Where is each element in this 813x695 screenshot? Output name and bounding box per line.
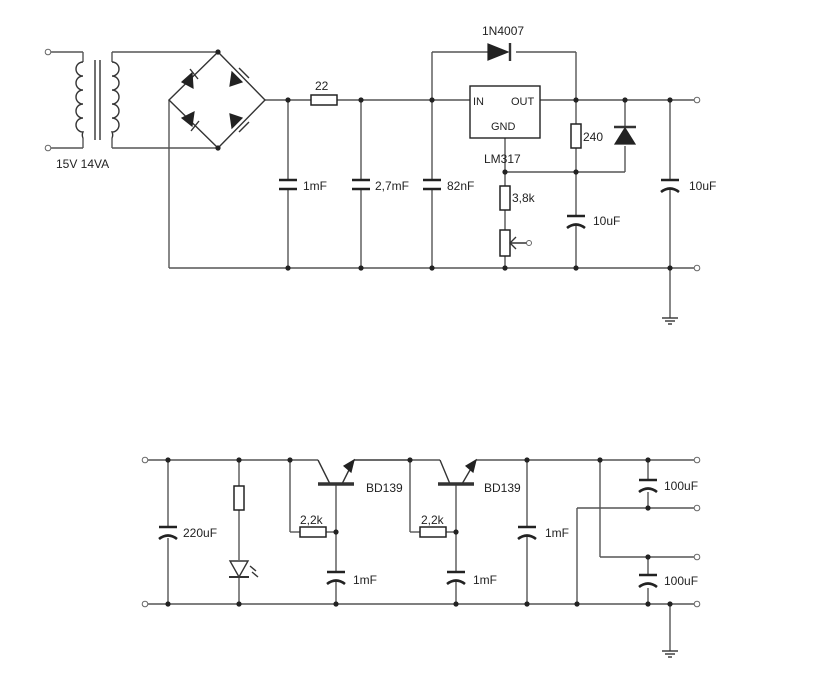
capacitor-220uf-label: 220uF [183,526,217,540]
capacitor-10uf-out-label: 10uF [689,179,716,193]
transformer [75,60,120,140]
capacitor-220uf [158,525,178,541]
led [228,560,259,579]
resistor-2-2k-2 [419,526,447,538]
resistor-22-label: 22 [315,79,329,93]
resistor-2-2k-1 [299,526,327,538]
potentiometer [499,229,532,257]
resistor-3-8k-label: 3,8k [512,191,536,205]
transistor-bd139-2-label: BD139 [484,481,521,495]
regulator-in-pin: IN [473,96,484,108]
resistor-2-2k-2-label: 2,2k [421,513,445,527]
ground-symbol-bottom [662,650,678,658]
capacitor-1mf-b2 [446,570,466,586]
capacitor-100uf-2 [638,573,658,589]
transistor-bd139-1 [317,458,355,486]
capacitor-1mf-b2-label: 1mF [473,573,497,587]
capacitor-1mf-b1-label: 1mF [353,573,377,587]
capacitor-100uf-1-label: 100uF [664,479,698,493]
capacitor-10uf-adj-label: 10uF [593,214,620,228]
capacitor-1mf-top-label: 1mF [303,179,327,193]
power-supply-circuit: 15V 14VA 22 1mF [44,24,716,325]
capacitor-1mf-mid [517,525,537,541]
regulator-part-label: LM317 [484,152,521,166]
transistor-bd139-2 [438,458,477,486]
resistor-led [233,485,245,511]
resistor-240-label: 240 [583,130,603,144]
transistor-bd139-1-label: BD139 [366,481,403,495]
regulator-out-pin: OUT [511,96,535,108]
capacitor-2-7mf-label: 2,7mF [375,179,409,193]
psu-terminals [44,48,701,272]
transformer-label: 15V 14VA [56,157,109,171]
resistor-3-8k [499,185,511,211]
capacitor-10uf-adj [566,214,586,230]
psu-wires [50,51,695,318]
regulator-gnd-pin: GND [491,121,516,133]
filter-junctions [165,457,673,607]
capacitor-82nf-label: 82nF [447,179,474,193]
capacitor-82nf [423,178,441,191]
filter-terminals [141,456,701,608]
capacitor-100uf-2-label: 100uF [664,574,698,588]
bridge-rectifier [167,51,266,149]
filter-circuit: 220uF BD139 2,2k 1mF [141,456,701,658]
ground-symbol-top [662,317,678,325]
diode-1n4007-label: 1N4007 [482,24,524,38]
filter-wires [147,459,697,651]
capacitor-10uf-out [660,178,680,194]
capacitor-2-7mf [352,178,370,191]
protection-diode [613,125,637,145]
psu-junctions [215,49,673,271]
capacitor-100uf-1 [638,478,658,494]
resistor-240 [570,123,582,149]
capacitor-1mf-top [279,178,297,191]
capacitor-1mf-b1 [326,570,346,586]
resistor-22 [310,94,338,106]
resistor-2-2k-1-label: 2,2k [300,513,324,527]
diode-1n4007 [487,43,512,61]
capacitor-1mf-mid-label: 1mF [545,526,569,540]
regulator-lm317: IN OUT GND [469,85,541,139]
